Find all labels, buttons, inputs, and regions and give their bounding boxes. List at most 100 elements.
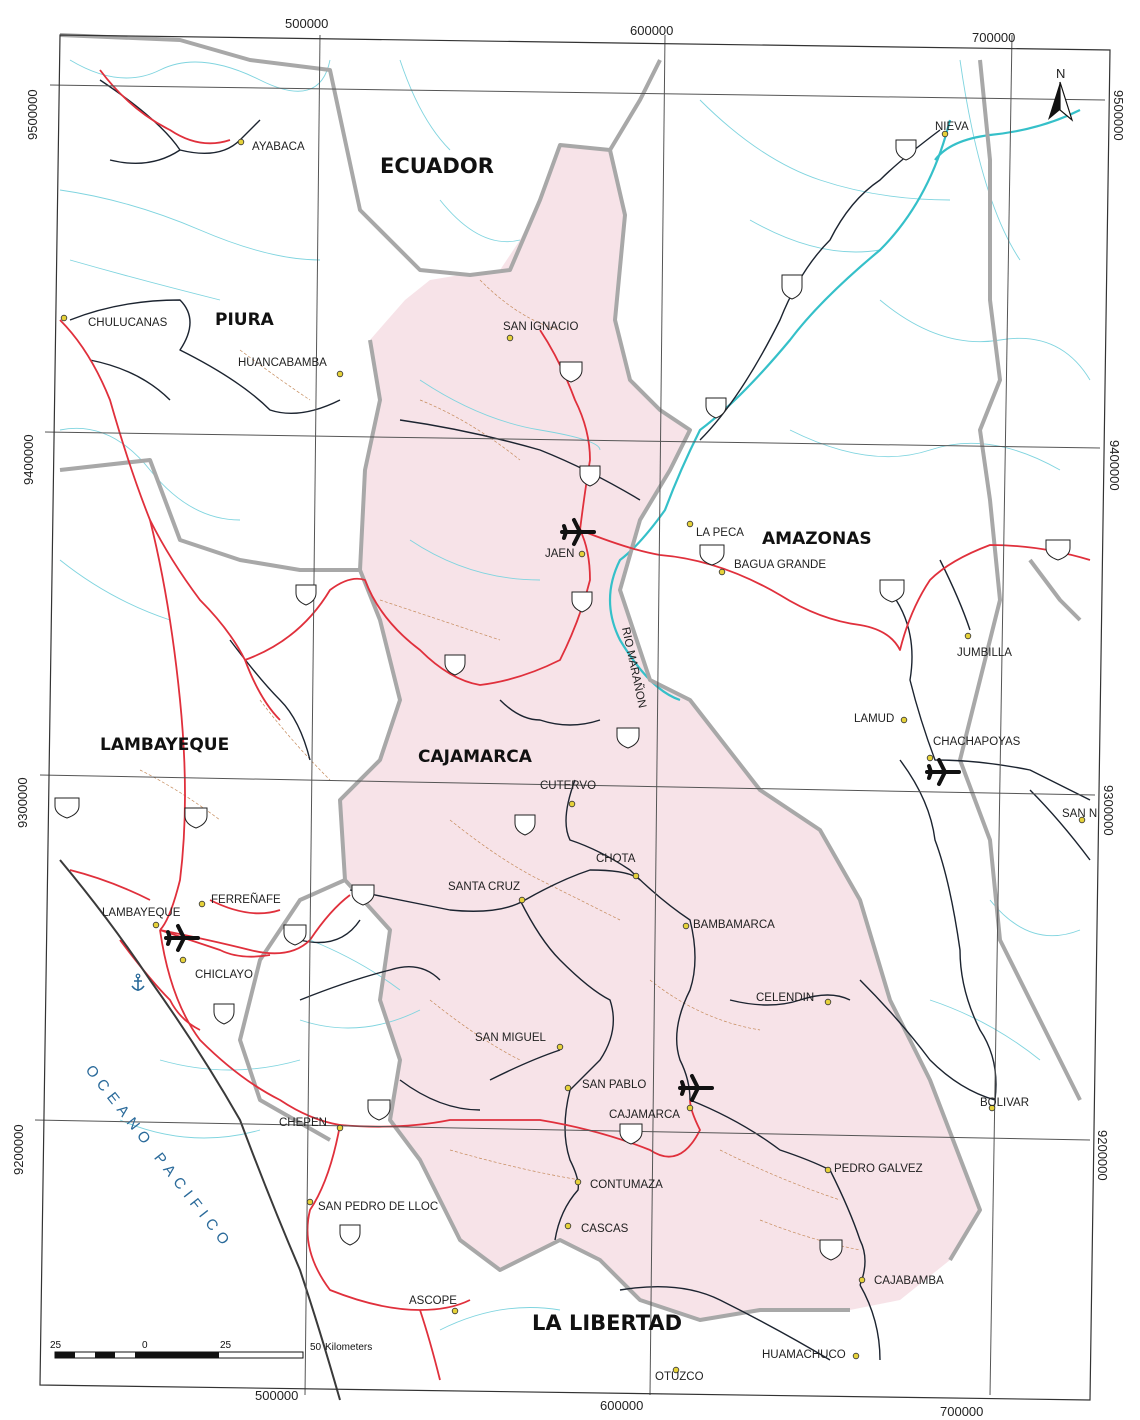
region-amazonas: AMAZONAS <box>762 529 872 549</box>
route-shield-icon <box>295 584 317 606</box>
town-label: CHACHAPOYAS <box>933 736 1021 748</box>
town-label: BAMBAMARCA <box>693 919 775 931</box>
route-shield-icon <box>579 465 601 487</box>
airport-icon <box>560 518 596 546</box>
coord-left-2: 9400000 <box>21 434 36 485</box>
route-shield-icon <box>819 1239 843 1261</box>
town-label: CASCAS <box>581 1223 629 1235</box>
route-shield-icon <box>184 807 208 829</box>
town-label: SAN IGNACIO <box>503 321 578 333</box>
airports <box>164 518 961 1102</box>
coord-left-4: 9200000 <box>11 1124 26 1175</box>
town-label: HUANCABAMBA <box>238 357 327 369</box>
town-label: CELENDIN <box>756 992 814 1004</box>
town-label: CAJAMARCA <box>609 1109 680 1121</box>
route-shield-icon <box>705 397 727 419</box>
main-roads <box>59 69 1091 1381</box>
town-label: CAJABAMBA <box>874 1275 944 1287</box>
region-labels: ECUADOR PIURA AMAZONAS LAMBAYEQUE CAJAMA… <box>100 154 872 1335</box>
route-shield-icon <box>213 1003 235 1025</box>
port-anchor-icon <box>131 973 145 991</box>
ocean-label: OCEANO PACIFICO <box>82 1062 236 1253</box>
town-label: CHOTA <box>596 853 636 865</box>
scale-unit: Kilometers <box>325 1342 372 1353</box>
region-cajamarca: CAJAMARCA <box>418 747 533 767</box>
coord-bottom-3: 700000 <box>940 1404 983 1419</box>
coastline <box>59 859 341 1401</box>
town-label: BOLIVAR <box>980 1097 1029 1109</box>
route-shield-icon <box>351 884 375 906</box>
town-label: LA PECA <box>696 527 744 539</box>
towns: AYABACA NIEVA CHULUCANAS HUANCABAMBA SAN… <box>60 121 1097 1383</box>
coord-left-3: 9300000 <box>15 777 30 828</box>
secondary-roads <box>69 79 1091 1361</box>
region-borders <box>59 33 1082 1322</box>
airport-icon <box>925 758 961 786</box>
route-shield-icon <box>54 797 80 819</box>
route-shield-icon <box>514 814 536 836</box>
town-label: CHEPEN <box>279 1117 327 1129</box>
town-label: SAN N <box>1062 808 1097 820</box>
coord-right-3: 9300000 <box>1101 785 1116 836</box>
scale-tick-1: 25 <box>50 1340 62 1351</box>
town-label: SAN MIGUEL <box>475 1032 547 1044</box>
scale-tick-2: 0 <box>142 1340 148 1351</box>
route-shield-icon <box>367 1099 391 1121</box>
route-shield-icon <box>619 1123 643 1145</box>
coord-right-2: 9400000 <box>1107 440 1122 491</box>
north-label: N <box>1056 66 1065 81</box>
route-shield-icon <box>339 1224 361 1246</box>
route-shield-icon <box>559 361 583 383</box>
coord-top-3: 700000 <box>972 30 1015 45</box>
route-shield-icon <box>571 591 593 613</box>
coord-bottom-1: 500000 <box>255 1388 298 1403</box>
region-piura: PIURA <box>215 310 275 330</box>
town-label: JAEN <box>545 548 574 560</box>
region-ecuador: ECUADOR <box>380 154 494 178</box>
town-label: SAN PABLO <box>582 1079 646 1091</box>
region-la-libertad: LA LIBERTAD <box>532 1311 682 1335</box>
airport-icon <box>678 1074 714 1102</box>
cajamarca-region-area <box>340 145 980 1320</box>
scale-bar: 25 0 25 50 Kilometers <box>50 1340 372 1359</box>
coordinate-grid <box>34 34 1106 1396</box>
town-label: LAMUD <box>854 713 894 725</box>
town-label: AYABACA <box>252 141 305 153</box>
town-label: ASCOPE <box>409 1295 457 1307</box>
route-shield-icon <box>283 924 307 946</box>
town-label: CHULUCANAS <box>88 317 168 329</box>
route-shield-icon <box>1045 539 1071 561</box>
coord-top-2: 600000 <box>630 23 673 38</box>
scale-tick-4: 50 <box>310 1342 322 1353</box>
town-label: SANTA CRUZ <box>448 881 520 893</box>
coord-right-1: 9500000 <box>1111 90 1126 141</box>
town-label: OTUZCO <box>655 1371 704 1383</box>
town-label: CHICLAYO <box>195 969 253 981</box>
scale-tick-3: 25 <box>220 1340 232 1351</box>
grid-labels: 500000 600000 700000 500000 600000 70000… <box>11 16 1126 1419</box>
town-label: CONTUMAZA <box>590 1179 663 1191</box>
north-arrow-icon: N <box>1048 66 1074 122</box>
route-shield-icon <box>616 727 640 749</box>
route-shield-icon <box>895 139 917 161</box>
route-shield-icon <box>444 654 466 676</box>
town-label: SAN PEDRO DE LLOC <box>318 1201 438 1213</box>
town-label: BAGUA GRANDE <box>734 559 826 571</box>
coord-bottom-2: 600000 <box>600 1398 643 1413</box>
region-lambayeque: LAMBAYEQUE <box>100 735 229 755</box>
map-frame <box>39 34 1111 1401</box>
route-shields <box>54 139 1071 1261</box>
rivers <box>59 59 1091 1331</box>
town-label: PEDRO GALVEZ <box>834 1163 923 1175</box>
route-shield-icon <box>781 274 803 300</box>
coord-right-4: 9200000 <box>1095 1130 1110 1181</box>
town-label: JUMBILLA <box>957 647 1012 659</box>
town-label: HUAMACHUCO <box>762 1349 846 1361</box>
airport-icon <box>164 924 200 952</box>
coord-top-1: 500000 <box>285 16 328 31</box>
town-label: FERREÑAFE <box>211 893 281 906</box>
town-label: NIEVA <box>935 121 969 133</box>
town-label: CUTERVO <box>540 780 596 792</box>
coord-left-1: 9500000 <box>25 89 40 140</box>
